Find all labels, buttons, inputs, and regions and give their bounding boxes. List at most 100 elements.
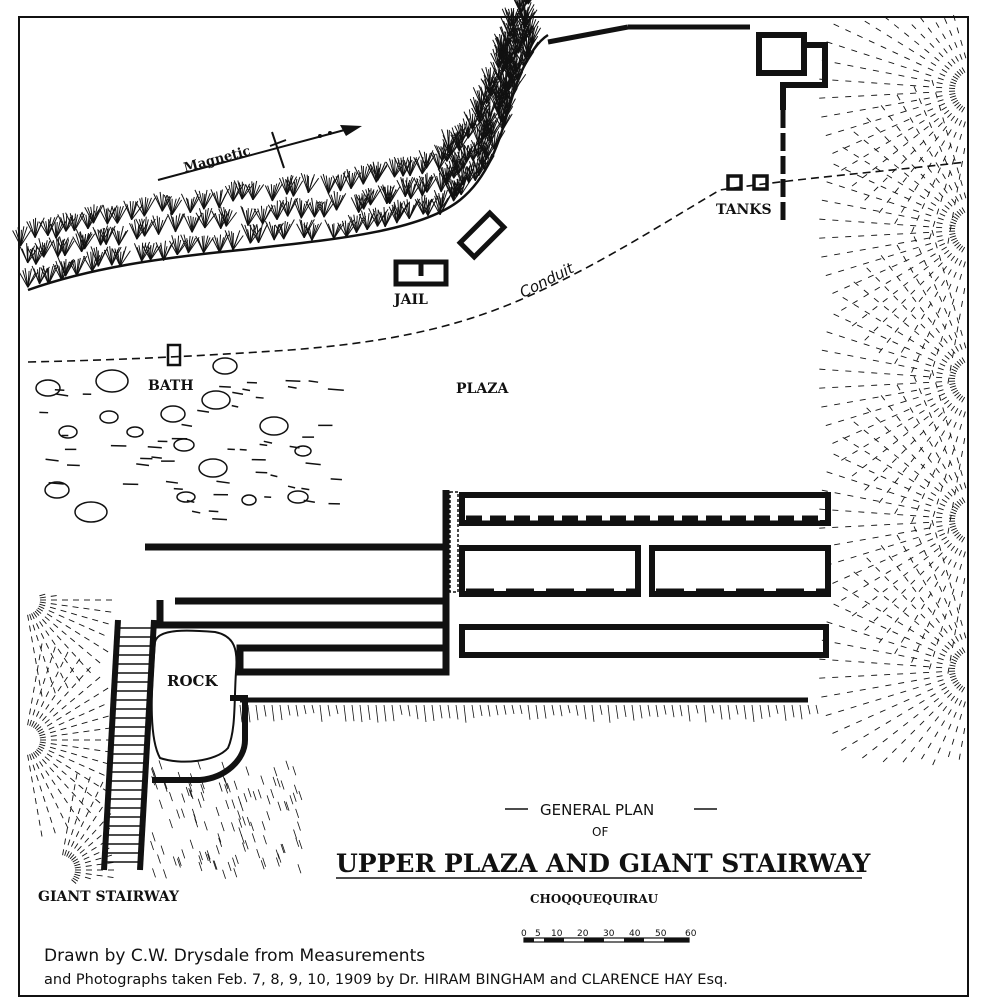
- hatch-stroke: [32, 624, 36, 631]
- hatch-stroke: [934, 566, 940, 572]
- hatch-stroke: [920, 613, 926, 619]
- hatch-stroke: [33, 612, 38, 618]
- hatch-stroke: [904, 346, 910, 350]
- hatch-stroke: [38, 605, 45, 609]
- hatch-stroke: [65, 212, 75, 232]
- hatch-stroke: [95, 857, 102, 861]
- hatch-stroke: [961, 300, 963, 307]
- hatch-stroke: [941, 358, 948, 363]
- hatch-stroke: [224, 185, 234, 202]
- hatch-stroke: [925, 533, 932, 536]
- hatch-stroke: [903, 721, 909, 727]
- hatch-stroke: [888, 115, 893, 121]
- scale-tick-label: 50: [655, 929, 667, 939]
- hatch-stroke: [875, 126, 881, 132]
- hatch-stroke: [952, 389, 959, 394]
- hatch-stroke: [34, 221, 39, 238]
- boulder: [126, 426, 144, 438]
- hatch-stroke: [950, 661, 957, 665]
- hatch-stroke: [74, 260, 78, 276]
- hatch-stroke: [953, 711, 957, 718]
- hatch-stroke: [947, 113, 952, 118]
- hatch-stroke: [875, 258, 882, 261]
- hatch-stroke: [954, 503, 960, 508]
- hatch-stroke: [892, 191, 899, 195]
- hatch-stroke: [919, 430, 925, 436]
- hatch-stroke: [909, 267, 914, 273]
- hatch-stroke: [919, 345, 926, 350]
- hatch-stroke: [900, 205, 907, 209]
- hatch-stroke: [939, 586, 943, 592]
- hatch-stroke: [912, 246, 919, 250]
- hatch-stroke: [894, 358, 899, 364]
- hatch-stroke: [94, 728, 101, 731]
- hatch-stroke: [71, 214, 75, 232]
- hatch-stroke: [949, 374, 956, 377]
- hatch-stroke: [927, 357, 934, 361]
- hatch-stroke: [495, 36, 503, 51]
- hatch-stroke: [197, 760, 201, 770]
- ground-mark: [54, 389, 65, 392]
- hatch-stroke: [383, 704, 387, 722]
- hatch-stroke: [903, 462, 910, 467]
- hatch-stroke: [33, 752, 38, 758]
- hatch-stroke: [956, 533, 962, 539]
- hatch-stroke: [856, 174, 863, 179]
- hatch-stroke: [418, 201, 429, 216]
- hatch-stroke: [937, 217, 944, 221]
- hatch-stroke: [180, 193, 191, 214]
- hatch-stroke: [956, 393, 962, 399]
- hatch-stroke: [98, 772, 105, 776]
- hatch-stroke: [902, 594, 908, 600]
- hatch-stroke: [937, 122, 943, 128]
- hatch-stroke: [872, 165, 878, 171]
- scale-tick-label: 20: [577, 929, 589, 939]
- hatch-stroke: [383, 186, 391, 204]
- hatch-stroke: [82, 256, 93, 272]
- hatch-stroke: [900, 690, 907, 694]
- hatch-stroke: [56, 775, 62, 781]
- hatch-stroke: [282, 177, 288, 195]
- hatch-stroke: [70, 841, 75, 847]
- hatch-stroke: [174, 238, 178, 255]
- hatch-stroke: [879, 559, 886, 563]
- hatch-stroke: [109, 226, 120, 246]
- hatch-stroke: [950, 675, 957, 679]
- hatch-stroke: [894, 327, 900, 333]
- hatch-stroke: [57, 237, 69, 258]
- hatch-stroke: [468, 109, 473, 130]
- hatch-stroke: [935, 177, 940, 184]
- hatch-stroke: [956, 476, 959, 483]
- hatch-stroke: [901, 738, 907, 744]
- hatch-stroke: [888, 265, 893, 271]
- hatch-stroke: [344, 220, 347, 237]
- hatch-stroke: [892, 289, 899, 295]
- hatch-stroke: [913, 526, 917, 533]
- hatch-stroke: [73, 875, 80, 879]
- hatch-stroke: [943, 249, 950, 255]
- hatch-stroke: [960, 469, 963, 476]
- hatch-stroke: [826, 181, 833, 185]
- hatch-stroke: [191, 808, 196, 818]
- hatch-stroke: [535, 704, 539, 720]
- ground-mark: [270, 474, 278, 478]
- hatch-stroke: [928, 421, 934, 427]
- hatch-stroke: [188, 787, 193, 798]
- hatch-stroke: [93, 693, 100, 698]
- hatch-stroke: [880, 335, 887, 339]
- hatch-stroke: [271, 183, 283, 202]
- hatch-stroke: [457, 151, 464, 169]
- hatch-stroke: [878, 347, 884, 354]
- hatch-stroke: [261, 821, 266, 831]
- hatch-stroke: [944, 473, 947, 480]
- hatch-stroke: [919, 195, 926, 200]
- hatch-stroke: [913, 86, 917, 93]
- hatch-stroke: [911, 454, 917, 460]
- hatch-stroke: [20, 226, 25, 246]
- hatch-stroke: [380, 211, 386, 228]
- hatch-stroke: [941, 106, 947, 111]
- hatch-stroke: [934, 56, 940, 62]
- hatch-stroke: [51, 779, 56, 786]
- hatch-stroke: [913, 359, 920, 363]
- hatch-stroke: [169, 819, 173, 829]
